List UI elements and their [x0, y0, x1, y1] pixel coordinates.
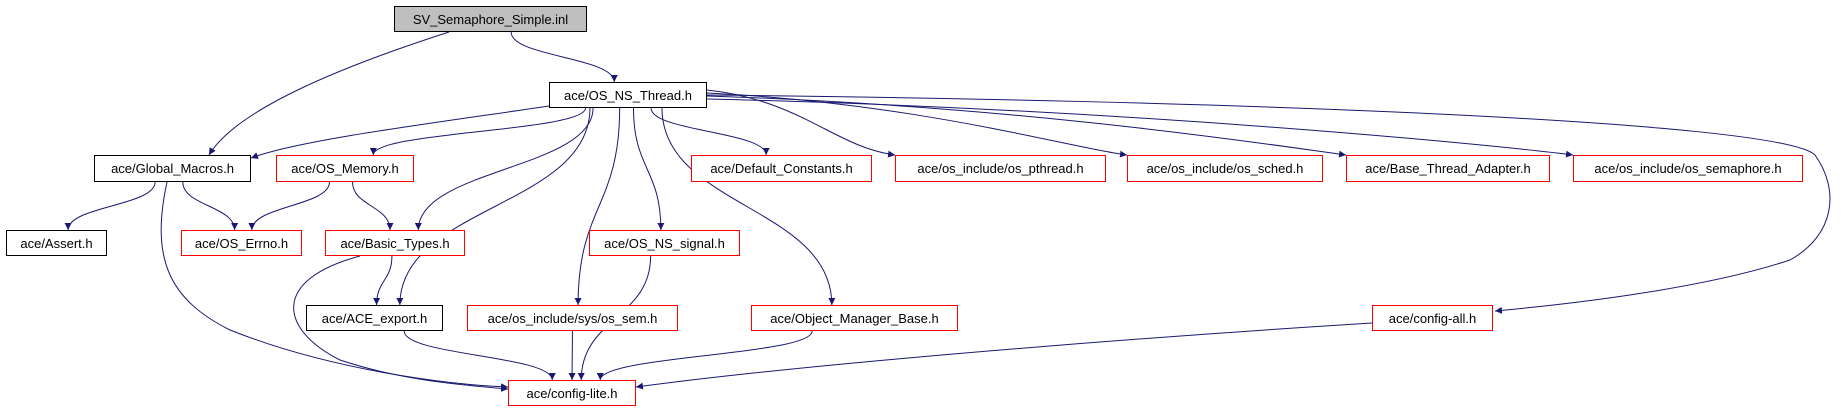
node-label: ace/Global_Macros.h — [111, 161, 234, 176]
node-os-ns-signal-h[interactable]: ace/OS_NS_signal.h — [589, 230, 740, 256]
node-label: ace/OS_Memory.h — [291, 161, 399, 176]
edge-config-all-to-config-lite — [635, 322, 1373, 390]
node-os-errno-h[interactable]: ace/OS_Errno.h — [181, 230, 302, 256]
edge-thread-to-os-sched — [706, 92, 1128, 158]
node-label: ace/os_include/sys/os_sem.h — [487, 310, 658, 326]
node-basic-types-h[interactable]: ace/Basic_Types.h — [325, 230, 465, 256]
node-label: ace/Default_Constants.h — [710, 161, 853, 176]
edge-os-memory-to-basic-types — [352, 181, 394, 231]
node-label: ace/Assert.h — [20, 235, 93, 251]
edge-root-to-global-macros — [208, 31, 450, 156]
node-label: ace/Base_Thread_Adapter.h — [1365, 161, 1531, 176]
node-label: ace/ACE_export.h — [321, 310, 428, 326]
node-config-all-h[interactable]: ace/config-all.h — [1372, 305, 1493, 331]
edge-root-to-thread — [510, 31, 618, 83]
node-os-memory-h[interactable]: ace/OS_Memory.h — [276, 155, 414, 182]
edge-thread-to-os-ns-signal — [632, 107, 665, 231]
edge-thread-to-object-manager-base — [661, 107, 836, 306]
edge-global-macros-to-config-lite — [160, 181, 509, 391]
node-label: SV_Semaphore_Simple.inl — [412, 11, 569, 27]
node-os-sched-h[interactable]: ace/os_include/os_sched.h — [1127, 155, 1323, 182]
node-label: ace/os_include/os_pthread.h — [917, 161, 1084, 176]
edge-thread-to-basic-types — [414, 107, 594, 231]
edge-basic-types-to-ace-export — [373, 255, 393, 306]
node-object-manager-base-h[interactable]: ace/Object_Manager_Base.h — [751, 305, 958, 331]
edge-thread-to-ace-export — [396, 107, 591, 306]
node-label: ace/OS_Errno.h — [194, 235, 289, 251]
edge-thread-to-os-sem — [574, 107, 621, 306]
edge-thread-to-base-thread-adapter — [706, 95, 1347, 158]
node-config-lite-h[interactable]: ace/config-lite.h — [508, 380, 636, 406]
edge-global-macros-to-os-errno — [182, 181, 239, 231]
edge-thread-to-config-all — [706, 94, 1831, 314]
edge-thread-to-default-constants — [650, 107, 770, 156]
node-label: ace/config-lite.h — [526, 385, 618, 401]
edge-os-memory-to-os-errno — [248, 181, 330, 231]
node-os-ns-thread-h[interactable]: ace/OS_NS_Thread.h — [549, 82, 707, 108]
edge-global-macros-to-assert — [64, 181, 156, 231]
node-assert-h[interactable]: ace/Assert.h — [6, 230, 107, 256]
edge-thread-to-global-macros — [250, 105, 550, 159]
node-os-sem-h[interactable]: ace/os_include/sys/os_sem.h — [467, 305, 678, 331]
node-label: ace/os_include/os_sched.h — [1146, 161, 1304, 176]
node-global-macros-h[interactable]: ace/Global_Macros.h — [94, 155, 251, 182]
node-ace-export-h[interactable]: ace/ACE_export.h — [306, 305, 443, 331]
node-os-semaphore-h[interactable]: ace/os_include/os_semaphore.h — [1573, 155, 1803, 182]
node-label: ace/OS_NS_signal.h — [604, 235, 725, 251]
edge-object-manager-base-to-config-lite — [596, 330, 813, 381]
edge-thread-to-os-memory — [369, 107, 587, 156]
edge-ace-export-to-config-lite — [403, 330, 556, 381]
node-label: ace/config-all.h — [1388, 310, 1477, 326]
edge-thread-to-os-semaphore — [706, 98, 1574, 158]
node-label: ace/Object_Manager_Base.h — [770, 310, 939, 326]
node-os-pthread-h[interactable]: ace/os_include/os_pthread.h — [895, 155, 1106, 182]
node-label: ace/OS_NS_Thread.h — [564, 87, 692, 103]
node-label: ace/Basic_Types.h — [340, 235, 450, 251]
edge-basic-types-to-config-lite — [293, 255, 509, 392]
node-label: ace/os_include/os_semaphore.h — [1594, 161, 1782, 176]
node-sv-semaphore-simple-inl: SV_Semaphore_Simple.inl — [394, 6, 587, 32]
node-default-constants-h[interactable]: ace/Default_Constants.h — [691, 155, 872, 182]
node-base-thread-adapter-h[interactable]: ace/Base_Thread_Adapter.h — [1346, 155, 1550, 182]
